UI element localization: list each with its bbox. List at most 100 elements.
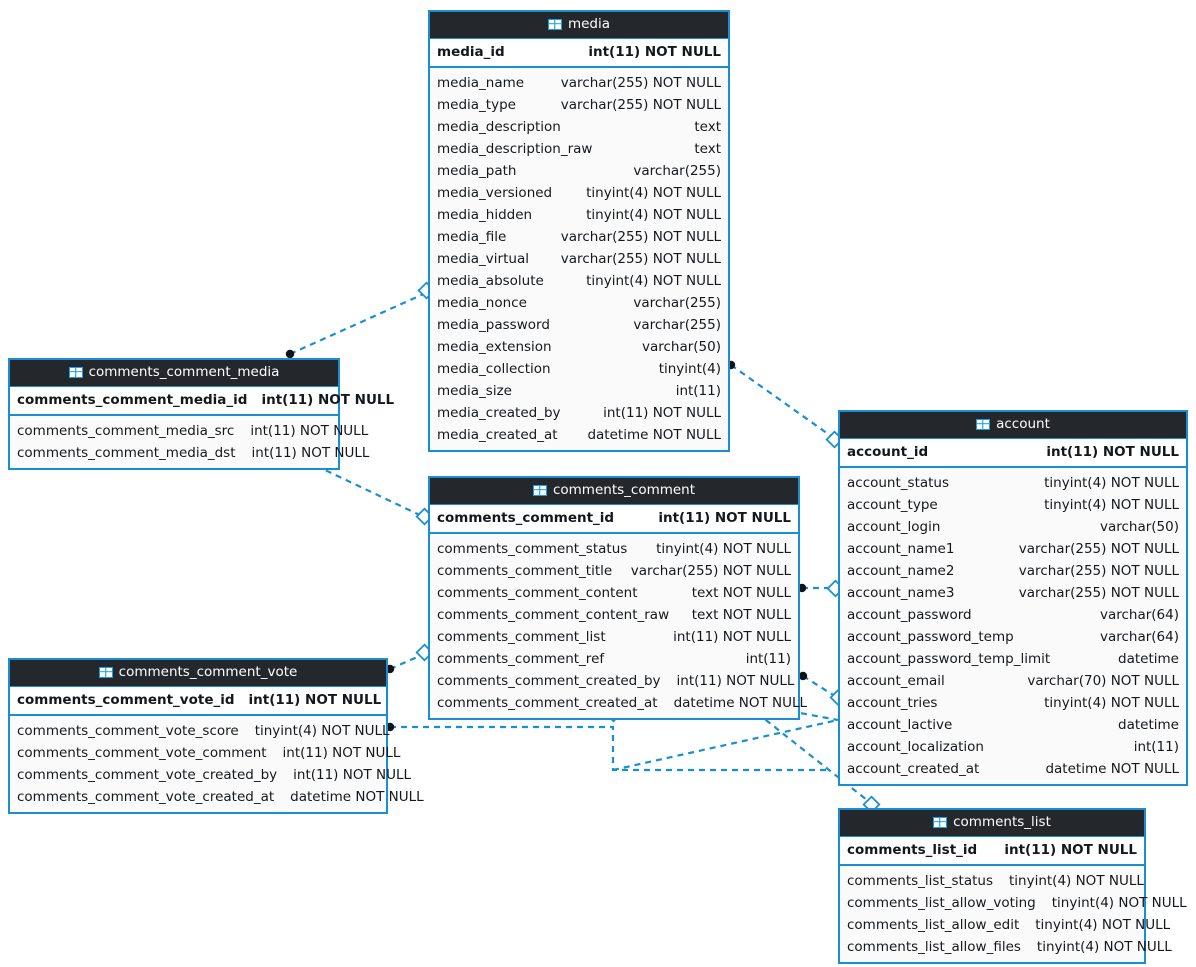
- entity-title: comments_comment: [552, 482, 696, 498]
- table-icon: [68, 367, 83, 378]
- relationship-comments_comment-account-content[interactable]: [797, 579, 845, 598]
- relationship-vote-account-diagonal[interactable]: [612, 718, 839, 772]
- primary-key-row[interactable]: comments_comment_vote_id int(11) NOT NUL…: [10, 686, 386, 716]
- column-name: media_collection: [437, 360, 551, 377]
- entity-comments_comment_vote[interactable]: comments_comment_vote comments_comment_v…: [8, 658, 424, 814]
- column-name: media_versioned: [437, 184, 553, 201]
- entity-comments_comment_media[interactable]: comments_comment_media comments_comment_…: [8, 358, 394, 470]
- relationship-comments_comment_vote-comments_comment-orth[interactable]: [385, 722, 826, 772]
- column-name: account_localization: [847, 738, 984, 755]
- relationship-comments_comment_vote-comments_comment[interactable]: [385, 643, 434, 674]
- column-name: media_virtual: [437, 250, 529, 267]
- column-name: account_password_temp: [847, 628, 1014, 645]
- column-name: comments_comment_media_dst: [17, 444, 236, 461]
- column-type: tinyint(4) NOT NULL: [586, 206, 721, 223]
- column-name: account_tries: [847, 694, 938, 711]
- column-type: tinyint(4) NOT NULL: [586, 272, 721, 289]
- column-name: comments_comment_vote_created_at: [17, 788, 275, 805]
- entity-media[interactable]: media media_id int(11) NOT NULL media_na…: [428, 10, 730, 452]
- crow-dot-marker: [285, 349, 295, 359]
- column-name: media_extension: [437, 338, 552, 355]
- column-name: comments_comment_title: [437, 562, 613, 579]
- column-name: media_description: [437, 118, 561, 135]
- field-row[interactable]: account_password varchar(64): [840, 604, 1186, 626]
- primary-key-row[interactable]: comments_comment_id int(11) NOT NULL: [430, 504, 798, 534]
- primary-key-row[interactable]: account_id int(11) NOT NULL: [840, 438, 1186, 468]
- column-name: account_name1: [847, 540, 955, 557]
- primary-key-row[interactable]: media_id int(11) NOT NULL: [430, 38, 728, 68]
- column-type: int(11) NOT NULL: [603, 404, 721, 421]
- column-type: int(11) NOT NULL: [1046, 444, 1179, 460]
- field-row[interactable]: comments_comment_media_dst int(11) NOT NU…: [10, 442, 369, 464]
- column-type: varchar(255) NOT NULL: [560, 228, 721, 245]
- primary-key-row[interactable]: comments_comment_media_id int(11) NOT NU…: [10, 386, 394, 416]
- column-type: text NOT NULL: [691, 584, 791, 601]
- column-type: tinyint(4) NOT NULL: [1008, 872, 1144, 889]
- column-name: comments_comment_created_at: [437, 694, 658, 711]
- column-name: account_password: [847, 606, 972, 623]
- column-type: varchar(64): [1099, 606, 1179, 623]
- relationship-comments_comment_media-media[interactable]: [285, 281, 436, 359]
- entity-comments_list[interactable]: comments_list comments_list_id int(11) N…: [838, 808, 1187, 964]
- column-type: varchar(70) NOT NULL: [1027, 672, 1179, 689]
- entity-title: comments_comment_media: [88, 364, 280, 380]
- relationship-media-account[interactable]: [726, 360, 844, 449]
- entity-title: comments_list: [953, 814, 1051, 830]
- column-type: int(11) NOT NULL: [251, 444, 370, 461]
- entity-account[interactable]: account account_id int(11) NOT NULL acco…: [838, 410, 1188, 786]
- primary-key-row[interactable]: comments_list_id int(11) NOT NULL: [840, 836, 1144, 866]
- column-name: account_status: [847, 474, 950, 491]
- column-type: tinyint(4) NOT NULL: [1044, 496, 1179, 513]
- column-type: tinyint(4) NOT NULL: [656, 540, 791, 557]
- entity-comments_comment[interactable]: comments_comment comments_comment_id int…: [428, 476, 807, 720]
